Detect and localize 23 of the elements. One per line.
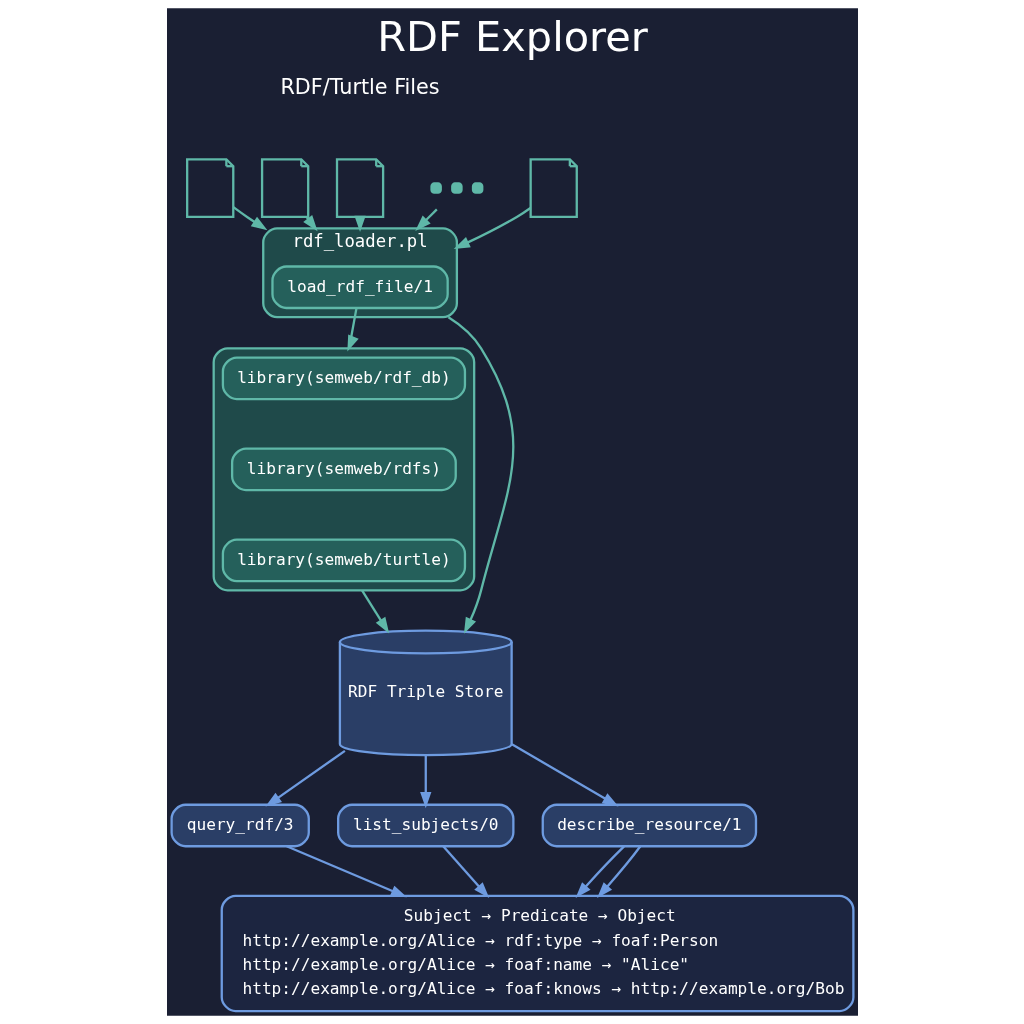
node-box: Subject → Predicate → Object http://example.org/Alice → rdf:type → foaf:Person http://example.org/Alice → foaf:name → "Alice" http://example.org/Alice → foaf:knows → http://example.org/Bob [220,894,855,1013]
node-box: library(semweb/rdfs) [230,447,457,492]
node-box: query_rdf/3 [169,803,310,848]
arrow [419,755,431,809]
cluster [212,347,475,592]
arrow [360,589,389,634]
arrow [346,307,359,352]
node-box: list_subjects/0 [336,803,514,848]
diagram-title: RDF Explorer [376,11,648,61]
arrow [575,845,625,898]
arrow [510,743,619,807]
arrow [453,207,531,249]
node-box: library(semweb/turtle) [221,538,466,583]
label: RDF/Turtle Files [279,75,440,100]
node-box: describe_resource/1 [541,803,757,848]
node-box: load_rdf_file/1 [270,265,449,310]
arrow [441,845,489,898]
arrow [265,749,346,807]
node-box: library(semweb/rdf_db) [221,356,466,401]
arrow [447,316,514,634]
arrow [232,206,267,231]
arrow [596,845,641,898]
arrow [285,845,407,898]
